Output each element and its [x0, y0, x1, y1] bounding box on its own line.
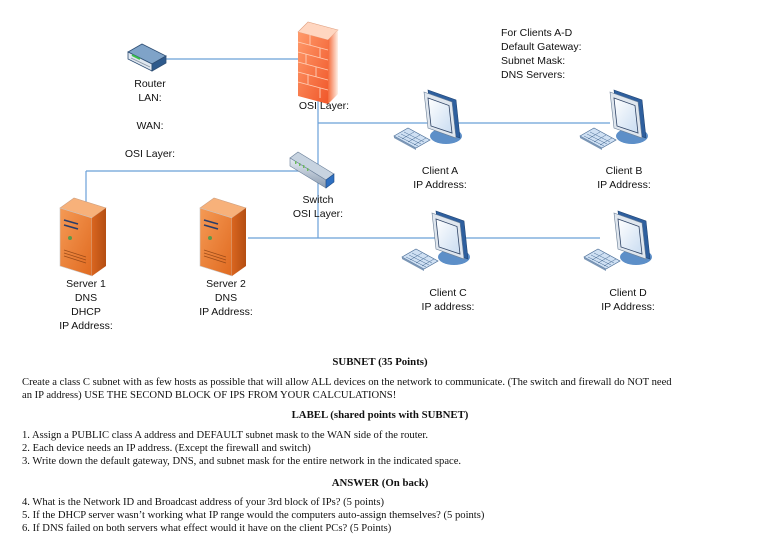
firewall-icon[interactable]: [297, 21, 339, 104]
label-item-3: 3. Write down the default gateway, DNS, …: [22, 456, 462, 467]
server-2-icon[interactable]: [199, 197, 247, 277]
clients-info-block: For Clients A-D Default Gateway: Subnet …: [501, 26, 582, 82]
client-a-computer-icon[interactable]: [393, 89, 462, 150]
client-d-computer-icon[interactable]: [583, 210, 652, 271]
client-d-label: Client D IP Address:: [588, 286, 668, 314]
client-c-title: Client C: [429, 287, 467, 299]
subnet-instructions-line-2: an IP address) USE THE SECOND BLOCK OF I…: [22, 389, 397, 401]
label-item-2: 2. Each device needs an IP address. (Exc…: [22, 443, 311, 454]
switch-osi-field[interactable]: OSI Layer:: [292, 208, 344, 220]
switch-label: Switch OSI Layer:: [278, 193, 358, 221]
subnet-mask-field[interactable]: Subnet Mask:: [501, 55, 566, 67]
network-links: [85, 58, 610, 239]
client-d-title: Client D: [609, 287, 647, 299]
router-icon[interactable]: [127, 43, 167, 72]
network-diagram: [59, 21, 652, 277]
client-b-computer-icon[interactable]: [579, 89, 648, 150]
server-2-label: Server 2 DNS IP Address:: [186, 277, 266, 319]
client-a-ip-field[interactable]: IP Address:: [413, 179, 467, 191]
switch-icon[interactable]: [289, 151, 335, 189]
answer-heading: ANSWER (On back): [331, 477, 429, 489]
server-1-role-dns: DNS: [74, 292, 98, 304]
server-2-title: Server 2: [206, 278, 246, 290]
default-gateway-field[interactable]: Default Gateway:: [501, 41, 582, 53]
router-title: Router: [134, 78, 166, 90]
firewall-osi-field[interactable]: OSI Layer:: [298, 100, 350, 112]
router-osi-field[interactable]: OSI Layer:: [124, 148, 176, 160]
subnet-instructions-line-1: Create a class C subnet with as few host…: [22, 377, 672, 388]
label-item-1: 1. Assign a PUBLIC class A address and D…: [22, 430, 428, 441]
answer-item-6: 6. If DNS failed on both servers what ef…: [22, 523, 392, 534]
router-lan-field[interactable]: LAN:: [138, 92, 162, 104]
client-c-ip-field[interactable]: IP address:: [421, 301, 475, 313]
subnet-heading: SUBNET (35 Points): [332, 356, 428, 368]
subnet-instructions: Create a class C subnet with as few host…: [22, 377, 752, 402]
router-wan-field[interactable]: WAN:: [136, 120, 164, 132]
answer-item-5: 5. If the DHCP server wasn’t working wha…: [22, 510, 485, 521]
client-c-computer-icon[interactable]: [401, 210, 470, 271]
switch-title: Switch: [302, 194, 334, 206]
client-c-label: Client C IP address:: [408, 286, 488, 314]
client-d-ip-field[interactable]: IP Address:: [601, 301, 655, 313]
server-1-ip-field[interactable]: IP Address:: [59, 320, 113, 332]
server-1-icon[interactable]: [59, 197, 107, 277]
client-b-ip-field[interactable]: IP Address:: [597, 179, 651, 191]
dns-servers-field[interactable]: DNS Servers:: [501, 69, 566, 81]
client-a-label: Client A IP Address:: [400, 164, 480, 192]
client-b-label: Client B IP Address:: [584, 164, 664, 192]
clients-info-title: For Clients A-D: [501, 27, 573, 39]
answer-item-4: 4. What is the Network ID and Broadcast …: [22, 497, 384, 508]
server-2-ip-field[interactable]: IP Address:: [199, 306, 253, 318]
server-1-title: Server 1: [66, 278, 106, 290]
server-1-role-dhcp: DHCP: [71, 306, 101, 318]
router-label: Router LAN:: [118, 77, 182, 105]
client-b-title: Client B: [605, 165, 643, 177]
server-1-label: Server 1 DNS DHCP IP Address:: [46, 277, 126, 333]
label-heading: LABEL (shared points with SUBNET): [291, 409, 469, 421]
client-a-title: Client A: [421, 165, 459, 177]
server-2-role-dns: DNS: [214, 292, 238, 304]
